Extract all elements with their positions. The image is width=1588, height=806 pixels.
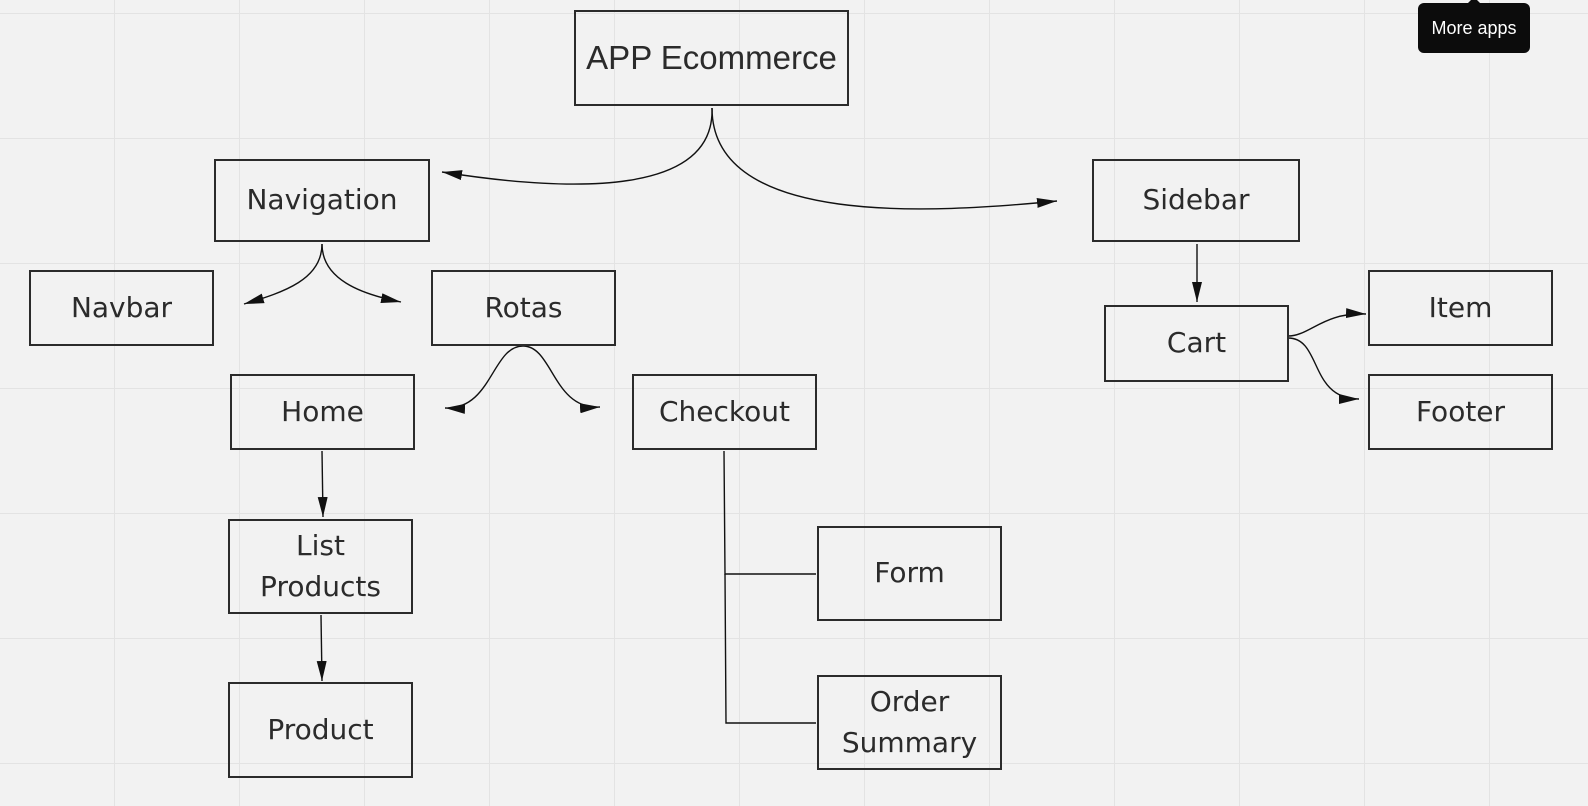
- node-label-line: Summary: [841, 725, 978, 759]
- node-label: Order Summary: [842, 682, 977, 763]
- node-item[interactable]: Item: [1368, 270, 1553, 346]
- node-cart[interactable]: Cart: [1104, 305, 1289, 382]
- node-label: List Products: [260, 526, 381, 607]
- node-label: Navbar: [70, 290, 173, 324]
- connector-checkout-form: [723, 450, 816, 575]
- node-home[interactable]: Home: [230, 374, 415, 450]
- node-footer[interactable]: Footer: [1368, 374, 1553, 450]
- connector-navigation-rotas: [321, 243, 402, 304]
- node-label: Checkout: [659, 394, 790, 428]
- node-navbar[interactable]: Navbar: [29, 270, 214, 346]
- node-label: Product: [267, 712, 374, 746]
- node-form[interactable]: Form: [817, 526, 1002, 621]
- node-label: Cart: [1166, 326, 1227, 360]
- node-label: Sidebar: [1142, 183, 1250, 217]
- connector-rotas-home: [444, 345, 524, 414]
- node-list-products[interactable]: List Products: [228, 519, 413, 614]
- node-sidebar[interactable]: Sidebar: [1092, 159, 1300, 242]
- connector-listproducts-product: [316, 614, 327, 682]
- connector-cart-footer: [1287, 337, 1360, 404]
- node-product[interactable]: Product: [228, 682, 413, 778]
- node-app-ecommerce[interactable]: APP Ecommerce: [574, 10, 849, 106]
- node-label: Footer: [1415, 394, 1506, 428]
- node-checkout[interactable]: Checkout: [632, 374, 817, 450]
- node-label: Item: [1428, 290, 1493, 324]
- connector-app-navigation: [441, 107, 713, 185]
- node-label-line: List: [296, 528, 345, 562]
- node-order-summary[interactable]: Order Summary: [817, 675, 1002, 770]
- connector-home-listproducts: [317, 450, 328, 518]
- node-label: Form: [874, 556, 945, 590]
- more-apps-tooltip: More apps: [1418, 0, 1530, 53]
- tooltip-label: More apps: [1431, 17, 1517, 38]
- connector-checkout-ordersummary: [724, 573, 816, 724]
- node-label: Rotas: [484, 290, 563, 324]
- node-label-line: Order: [869, 684, 950, 718]
- connector-cart-item: [1287, 308, 1367, 337]
- connector-navigation-navbar: [243, 243, 323, 305]
- node-label-line: Products: [260, 569, 381, 603]
- node-label: Home: [281, 394, 364, 428]
- node-label: APP Ecommerce: [586, 39, 837, 77]
- connector-rotas-checkout: [522, 345, 601, 414]
- node-label: Navigation: [246, 183, 398, 217]
- connector-app-sidebar: [711, 107, 1058, 210]
- node-rotas[interactable]: Rotas: [431, 270, 616, 346]
- node-navigation[interactable]: Navigation: [214, 159, 430, 242]
